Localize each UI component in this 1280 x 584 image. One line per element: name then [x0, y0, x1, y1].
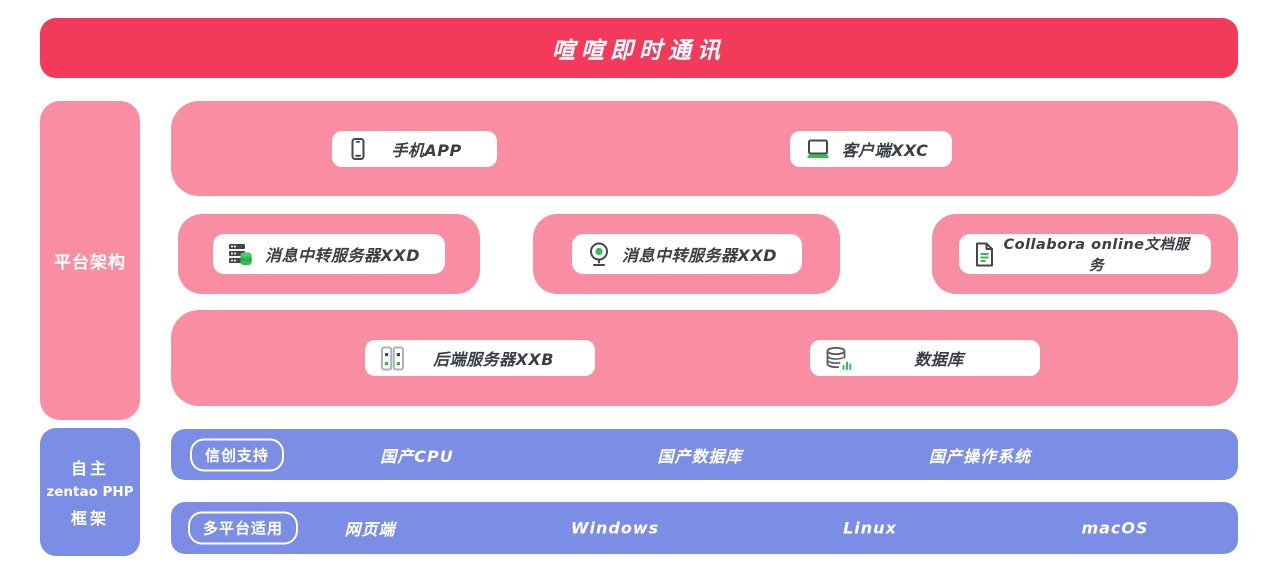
- middleware-row: 消息中转服务器XXD 消息中转服务器XXD: [171, 214, 1238, 294]
- document-icon: [973, 241, 996, 268]
- domestic-database-label: 国产数据库: [657, 446, 743, 466]
- webcam-icon: [586, 241, 612, 268]
- tower-server-icon: [379, 345, 406, 372]
- web-client-label: 网页端: [344, 520, 396, 539]
- xinchuang-support-badge: 信创支持: [190, 438, 285, 471]
- framework-line2: zentao PHP: [46, 484, 134, 500]
- collabora-node: Collabora online文档服务: [959, 234, 1211, 274]
- client-xxc-label: 客户端XXC: [841, 141, 929, 160]
- linux-label: Linux: [843, 518, 897, 538]
- backend-row: 后端服务器XXB 数据库: [171, 310, 1238, 406]
- platform-architecture-label-box: 平台架构: [40, 101, 140, 420]
- server-stack-icon: [227, 241, 254, 268]
- mobile-app-node: 手机APP: [332, 131, 497, 167]
- framework-label-box: 自主 zentao PHP 框架: [40, 428, 140, 556]
- domestic-cpu-label: 国产CPU: [380, 446, 454, 466]
- domestic-os-label: 国产操作系统: [928, 446, 1032, 466]
- multiplatform-badge: 多平台适用: [188, 511, 299, 545]
- message-server-2-box: 消息中转服务器XXD: [533, 214, 840, 294]
- backend-server-label: 后端服务器XXB: [433, 350, 554, 369]
- framework-line1: 自主: [70, 459, 109, 478]
- title-banner: 喧喧即时通讯: [40, 18, 1238, 78]
- backend-server-node: 后端服务器XXB: [365, 340, 595, 376]
- collabora-label: Collabora online文档服务: [1003, 237, 1190, 274]
- platform-architecture-label: 平台架构: [54, 253, 126, 273]
- multiplatform-row: 多平台适用 网页端 Windows Linux macOS: [171, 502, 1238, 554]
- smartphone-icon: [346, 137, 370, 161]
- database-label: 数据库: [914, 350, 964, 369]
- message-server-1-label: 消息中转服务器XXD: [265, 246, 420, 265]
- collabora-box: Collabora online文档服务: [932, 214, 1238, 294]
- laptop-icon: [804, 137, 832, 161]
- framework-line3: 框架: [70, 509, 109, 528]
- mobile-app-label: 手机APP: [391, 141, 462, 160]
- message-server-2-label: 消息中转服务器XXD: [622, 246, 777, 265]
- message-server-1-box: 消息中转服务器XXD: [178, 214, 480, 294]
- diagram-title: 喧喧即时通讯: [552, 38, 726, 64]
- message-server-2-node: 消息中转服务器XXD: [571, 234, 802, 274]
- xinchuang-support-row: 信创支持 国产CPU 国产数据库 国产操作系统: [171, 429, 1238, 480]
- database-icon: [824, 345, 852, 372]
- macos-label: macOS: [1081, 518, 1149, 538]
- clients-row: 手机APP 客户端XXC: [171, 101, 1238, 196]
- message-server-1-node: 消息中转服务器XXD: [213, 234, 445, 274]
- database-node: 数据库: [810, 340, 1040, 376]
- client-xxc-node: 客户端XXC: [790, 131, 952, 167]
- windows-label: Windows: [570, 518, 660, 538]
